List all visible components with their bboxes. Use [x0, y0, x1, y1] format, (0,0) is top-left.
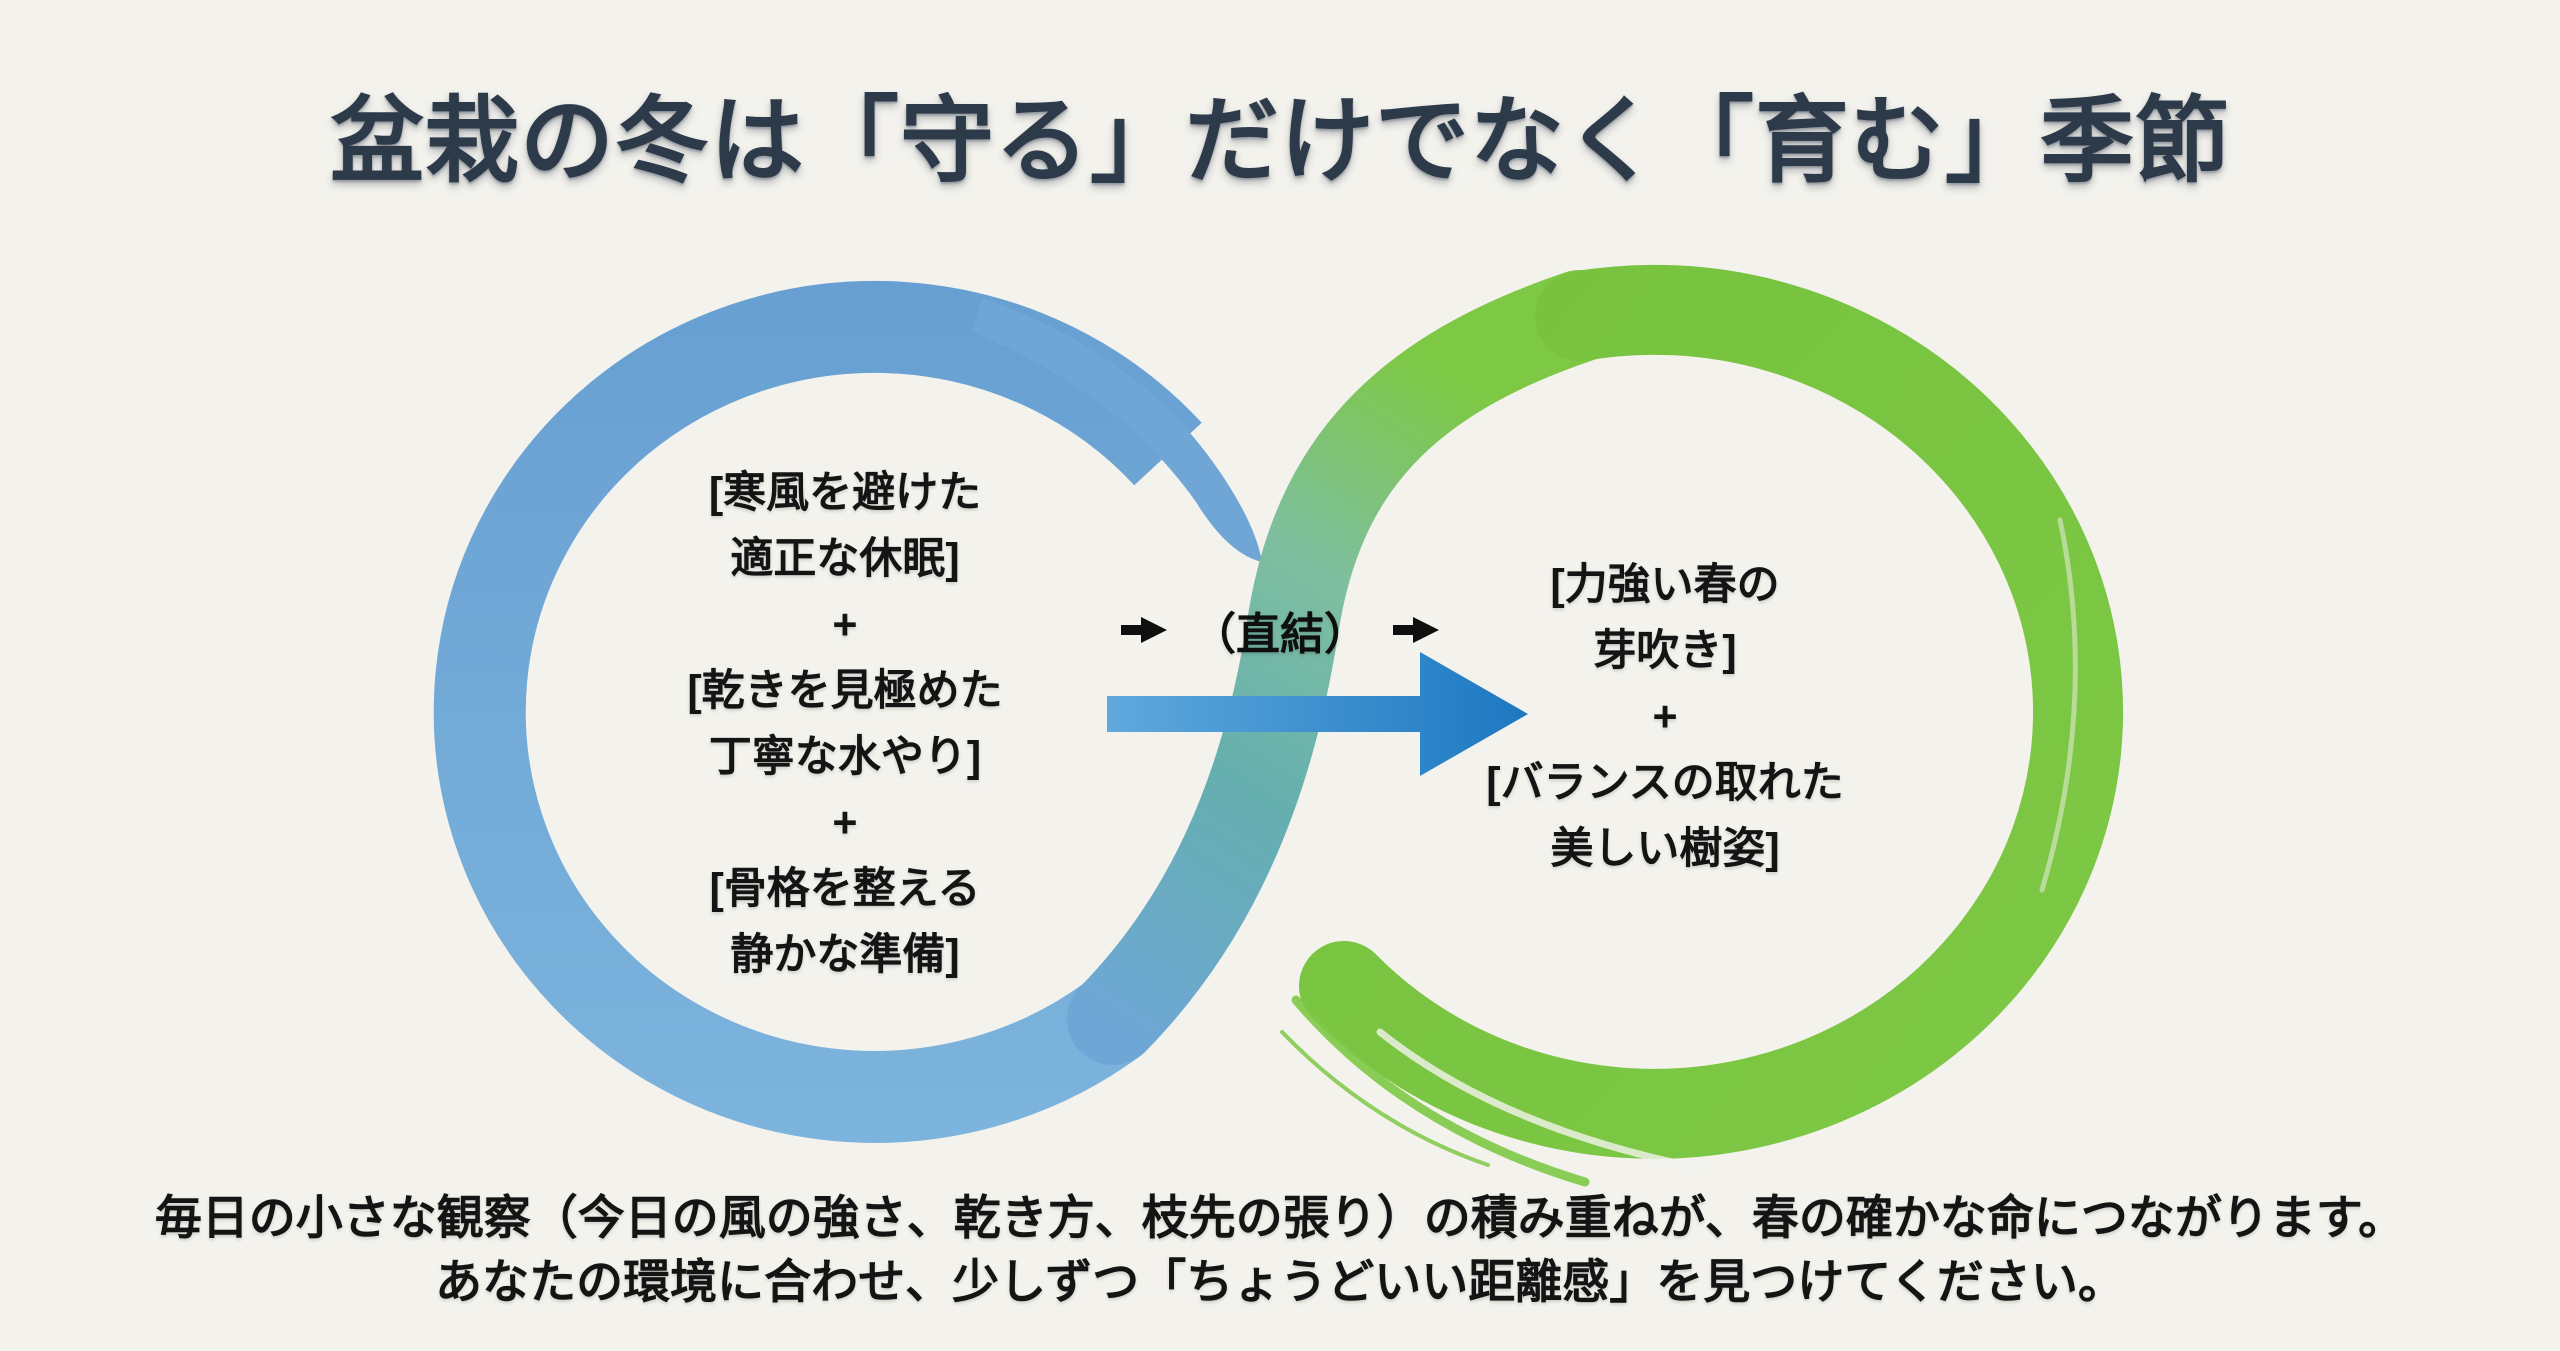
- left-circle-text: [寒風を避けた 適正な休眠] + [乾きを見極めた 丁寧な水やり] + [骨格を…: [687, 469, 1003, 979]
- brush-gap-streak-2: [2039, 517, 2078, 893]
- blue-ring-stroke: [433, 280, 1202, 1143]
- footer-text: 毎日の小さな観察（今日の風の強さ、乾き方、枝先の張り）の積み重ねが、春の確かな命…: [154, 1191, 2406, 1308]
- connector-row: （直結）: [1120, 598, 1440, 662]
- right-arrow-icon: [1121, 617, 1167, 643]
- right-arrow-icon: [1393, 617, 1439, 643]
- blue-brush-tip: [972, 298, 1262, 562]
- green-brush-streak-1: [1291, 995, 1590, 1187]
- brush-gap-streak-1: [1376, 1028, 1704, 1172]
- green-brush-streak-2: [1280, 1030, 1490, 1167]
- gradient-strand: [1067, 270, 1626, 1065]
- flow-arrow: [1107, 652, 1528, 776]
- page-title: 盆栽の冬は「守る」だけでなく「育む」季節: [329, 88, 2230, 193]
- right-circle-text: [力強い春の 芽吹き] + [バランスの取れた 美しい樹姿]: [1486, 561, 1844, 873]
- direct-link-label: （直結）: [1192, 610, 1368, 659]
